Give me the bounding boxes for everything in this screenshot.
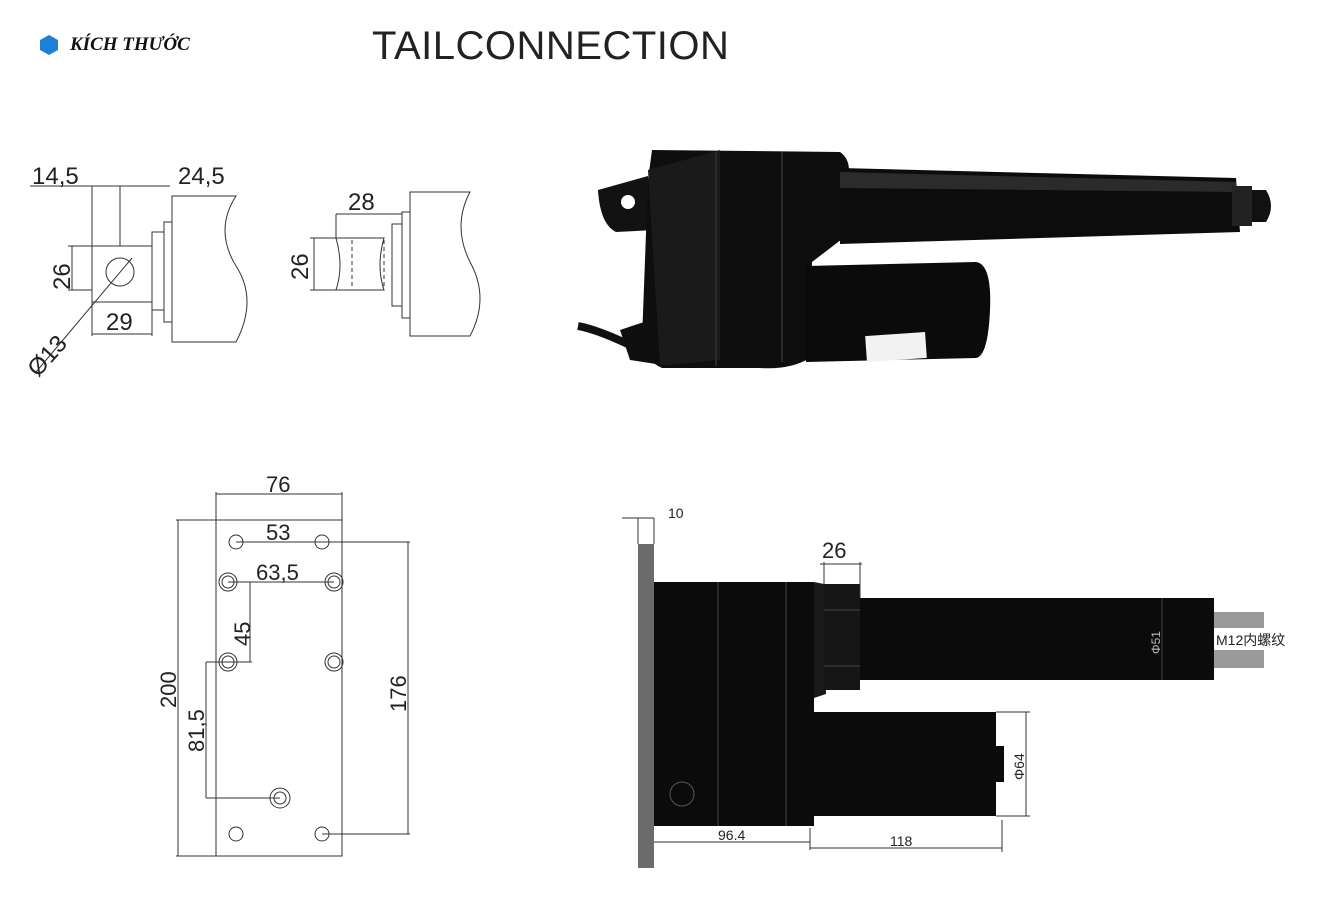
dim-10: 10 <box>668 505 684 521</box>
dim-53: 53 <box>266 520 290 545</box>
dim-45: 45 <box>230 622 255 646</box>
dim-rod-51: Φ51 <box>1149 631 1163 654</box>
mount-plate-drawing <box>176 492 410 857</box>
side-view-drawing <box>622 517 1264 868</box>
dim-14-5: 14,5 <box>32 163 79 190</box>
dim-m12: M12内螺纹 <box>1216 632 1285 648</box>
dim-28: 28 <box>348 189 375 216</box>
dim-76: 76 <box>266 472 290 497</box>
page-title: TAILCONNECTION <box>372 24 730 68</box>
dim-96-4: 96.4 <box>718 827 745 843</box>
clevis-drawing <box>30 185 248 373</box>
dim-176: 176 <box>386 675 411 712</box>
dim-81-5: 81,5 <box>184 709 209 752</box>
clevis-top-drawing <box>310 191 481 337</box>
dim-63-5: 63,5 <box>256 560 299 585</box>
dim-motor-64: Φ64 <box>1011 753 1027 780</box>
actuator-photo <box>577 150 1271 369</box>
dim-200: 200 <box>156 671 181 708</box>
dim-118: 118 <box>890 833 913 849</box>
dim-29: 29 <box>106 309 133 336</box>
dim-26-b: 26 <box>287 253 314 280</box>
dim-24-5: 24,5 <box>178 163 225 190</box>
section-header: KÍCH THƯỚC <box>38 34 190 56</box>
hexagon-icon <box>40 35 58 55</box>
dim-26-collar: 26 <box>822 538 846 563</box>
section-label: KÍCH THƯỚC <box>70 34 190 55</box>
dim-26-a: 26 <box>49 263 76 290</box>
